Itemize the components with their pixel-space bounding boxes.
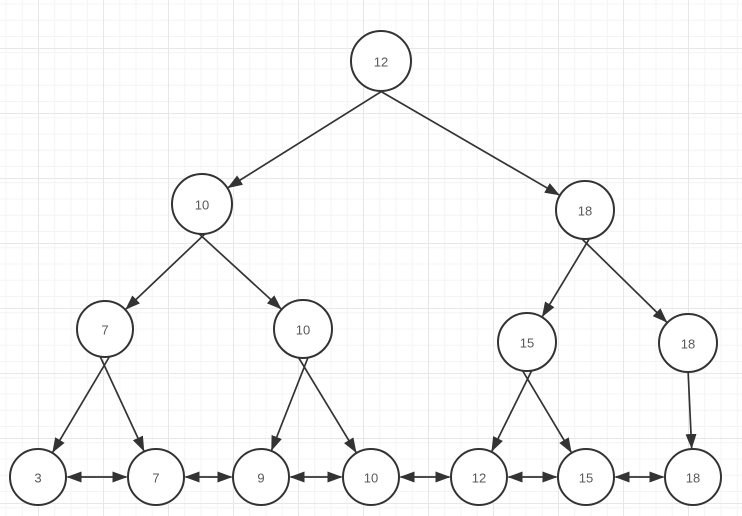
tree-node-i18[interactable]: 18	[555, 180, 615, 240]
node-label: 9	[257, 471, 264, 486]
node-circle[interactable]	[664, 448, 722, 506]
node-circle[interactable]	[127, 448, 185, 506]
tree-node-L3[interactable]: 3	[9, 448, 67, 506]
tree-node-L9[interactable]: 9	[232, 448, 290, 506]
node-circle[interactable]	[658, 313, 718, 373]
tree-node-root12[interactable]: 12	[350, 30, 412, 92]
node-circle[interactable]	[273, 299, 333, 359]
tree-edge-i18-i15[interactable]	[541, 235, 592, 318]
tree-node-i18b[interactable]: 18	[658, 313, 718, 373]
edge-layer	[52, 87, 697, 483]
tree-edge-i18b-L18[interactable]	[685, 368, 697, 450]
node-label: 10	[296, 323, 310, 338]
node-label: 12	[374, 55, 388, 70]
tree-edge-i10-i7[interactable]	[125, 230, 209, 310]
node-circle[interactable]	[555, 180, 615, 240]
tree-node-L10[interactable]: 10	[342, 448, 400, 506]
node-label: 15	[579, 471, 593, 486]
node-circle[interactable]	[497, 312, 557, 372]
node-circle[interactable]	[450, 448, 508, 506]
tree-node-L7[interactable]: 7	[127, 448, 185, 506]
node-circle[interactable]	[232, 448, 290, 506]
node-label: 18	[681, 337, 695, 352]
tree-node-L18[interactable]: 18	[664, 448, 722, 506]
tree-edge-root12-i18[interactable]	[374, 87, 560, 196]
tree-edge-i18-i18b[interactable]	[578, 235, 668, 323]
node-circle[interactable]	[9, 448, 67, 506]
node-circle[interactable]	[350, 30, 412, 92]
node-label: 18	[686, 471, 700, 486]
tree-edge-i7-L3[interactable]	[52, 353, 112, 453]
tree-edge-i15-L12[interactable]	[491, 367, 534, 452]
node-label: 10	[195, 198, 209, 213]
tree-node-i15[interactable]: 15	[497, 312, 557, 372]
tree-edge-root12-i10[interactable]	[227, 87, 388, 189]
tree-node-i10b[interactable]: 10	[273, 299, 333, 359]
node-circle[interactable]	[557, 448, 615, 506]
node-label: 3	[34, 471, 41, 486]
node-label: 15	[520, 336, 534, 351]
tree-edge-i15-L15[interactable]	[520, 367, 572, 453]
tree-node-L12[interactable]: 12	[450, 448, 508, 506]
node-label: 10	[364, 471, 378, 486]
node-label: 7	[101, 323, 108, 338]
node-layer: 12 10 18 7 10 15 18 3 7 9 10 12 15 18	[9, 30, 722, 506]
node-label: 7	[152, 471, 159, 486]
node-label: 12	[472, 471, 486, 486]
node-circle[interactable]	[342, 448, 400, 506]
node-circle[interactable]	[76, 300, 134, 358]
tree-edge-i10-i10b[interactable]	[195, 230, 282, 310]
tree-node-i10[interactable]: 10	[171, 173, 233, 235]
tree-node-i7[interactable]: 7	[76, 300, 134, 358]
tree-edge-i10b-L10[interactable]	[296, 354, 357, 454]
node-label: 18	[578, 204, 592, 219]
tree-node-L15[interactable]: 15	[557, 448, 615, 506]
tree-edge-i7-L7[interactable]	[98, 353, 145, 452]
tree-edge-i10b-L9[interactable]	[270, 354, 310, 451]
node-circle[interactable]	[171, 173, 233, 235]
